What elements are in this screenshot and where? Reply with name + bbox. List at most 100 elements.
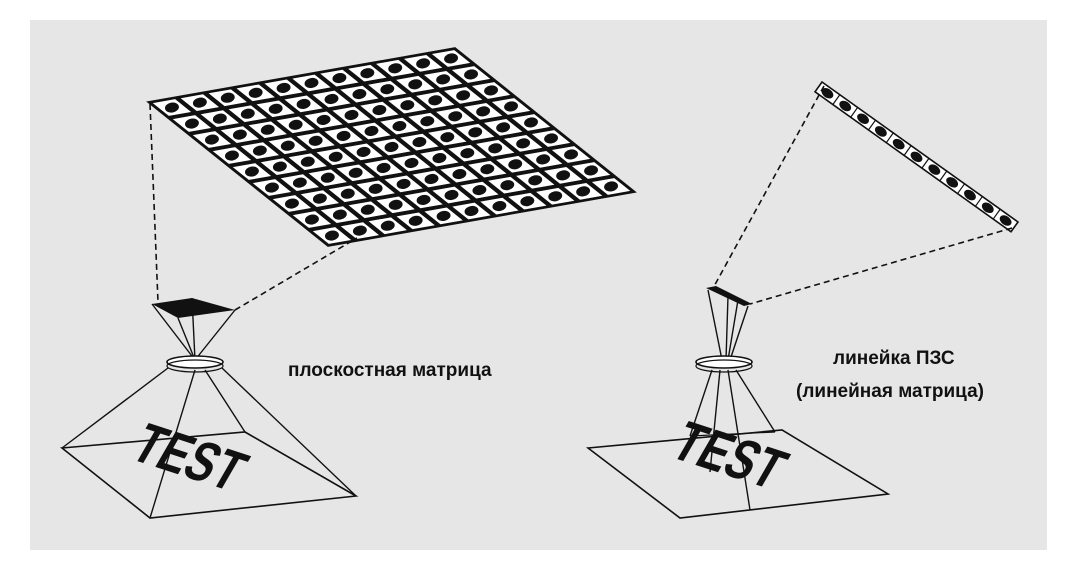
- area-matrix-label: плоскостная матрица: [288, 360, 492, 381]
- photo-element: [928, 164, 941, 175]
- photo-element: [500, 180, 515, 191]
- photo-element: [304, 77, 319, 89]
- photo-element: [484, 85, 498, 96]
- photo-element: [536, 154, 551, 165]
- photo-element: [328, 151, 343, 162]
- photo-element: [332, 73, 347, 84]
- photo-element: [520, 196, 535, 207]
- photo-element: [412, 137, 427, 148]
- strip-cell-divider: [850, 107, 859, 118]
- field-of-view-rays: [61, 367, 357, 519]
- photo-element: [910, 151, 923, 163]
- photo-element: [452, 169, 467, 180]
- photo-element: [332, 209, 347, 220]
- photo-element: [468, 127, 483, 138]
- projection-line-left: [149, 103, 159, 303]
- linear-ccd-label-line2: (линейная матрица): [796, 381, 984, 402]
- photo-element: [232, 129, 247, 140]
- photo-element: [280, 140, 295, 151]
- photo-element: [220, 92, 235, 103]
- photo-element: [508, 159, 523, 170]
- photo-element: [464, 205, 479, 217]
- photo-element: [428, 95, 443, 106]
- photo-element: [981, 202, 994, 214]
- photo-element: [348, 167, 363, 178]
- sensor-rays: [707, 289, 749, 361]
- linear-ccd-label-line1: линейка ПЗС: [833, 348, 955, 369]
- projection-line-right: [234, 237, 358, 311]
- photo-element: [312, 193, 327, 204]
- photo-element: [448, 111, 463, 122]
- photo-element: [245, 166, 259, 177]
- photo-element: [360, 68, 375, 79]
- photo-element: [352, 225, 367, 236]
- photo-element: [604, 181, 618, 192]
- photo-element: [205, 134, 219, 145]
- strip-cell-divider: [903, 145, 912, 156]
- photo-element: [185, 118, 199, 129]
- photo-element: [444, 189, 459, 201]
- photo-element: [400, 100, 415, 111]
- photo-element: [276, 82, 291, 93]
- photo-element: [308, 135, 323, 146]
- photo-element: [821, 87, 834, 99]
- photo-element: [480, 164, 495, 175]
- photo-element: [488, 143, 503, 154]
- photo-element: [380, 84, 395, 95]
- photo-element: [356, 146, 371, 157]
- photo-element: [528, 175, 543, 186]
- photo-element: [464, 69, 478, 80]
- photo-element: [296, 98, 311, 109]
- photo-element: [436, 74, 451, 85]
- photo-element: [192, 97, 207, 108]
- paper-sheet: [585, 429, 891, 519]
- photo-element: [265, 182, 279, 193]
- photo-element: [248, 87, 263, 98]
- linear-ccd-strip: [813, 80, 1020, 233]
- scan-line: [689, 431, 776, 437]
- photo-element: [240, 108, 255, 119]
- photo-element: [999, 215, 1012, 226]
- photo-element: [320, 172, 335, 183]
- strip-cell-divider: [921, 158, 930, 169]
- photo-element: [492, 201, 507, 212]
- photo-element: [212, 113, 227, 124]
- strip-cell-divider: [957, 183, 966, 194]
- photo-element: [584, 165, 598, 176]
- lens: [166, 355, 224, 369]
- photo-element: [372, 105, 387, 116]
- photo-element: [352, 89, 367, 100]
- photo-element: [516, 138, 531, 149]
- strip-cell-divider: [974, 196, 983, 207]
- photo-element: [964, 189, 976, 201]
- strip-cell-divider: [992, 208, 1001, 220]
- photo-element: [548, 191, 563, 202]
- photo-element: [376, 162, 391, 173]
- photo-element: [340, 188, 355, 199]
- photo-element: [384, 141, 399, 153]
- photo-element: [388, 63, 403, 74]
- strip-cell-divider: [867, 119, 876, 131]
- photo-element: [272, 161, 287, 172]
- area-matrix-grid: [146, 47, 637, 247]
- strip-cell-divider: [885, 132, 894, 144]
- scan-rays: [689, 369, 776, 511]
- photo-element: [496, 122, 511, 133]
- photo-element: [476, 106, 491, 117]
- photo-element: [460, 148, 475, 159]
- photo-element: [268, 103, 283, 114]
- photo-element: [408, 79, 423, 90]
- photo-element: [416, 58, 431, 69]
- lens-edge: [695, 359, 753, 373]
- photo-element: [260, 124, 275, 135]
- photo-element: [946, 177, 959, 188]
- photo-element: [392, 121, 407, 132]
- photo-element: [564, 149, 578, 160]
- photo-element: [408, 215, 423, 226]
- photo-element: [874, 126, 887, 137]
- photo-element: [436, 210, 451, 221]
- photo-element: [556, 170, 571, 181]
- photo-element: [288, 119, 303, 130]
